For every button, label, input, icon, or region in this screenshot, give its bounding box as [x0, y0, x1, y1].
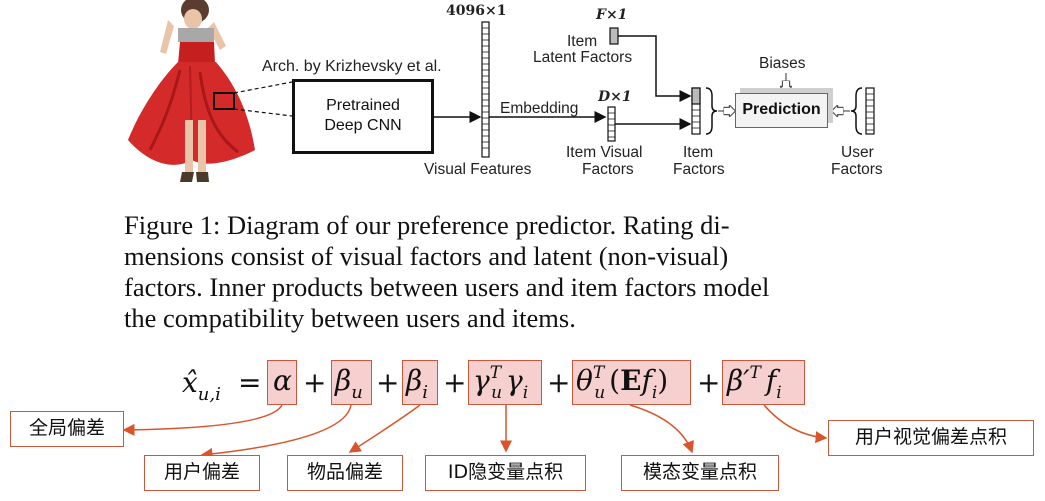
biases-label: Biases: [759, 55, 806, 72]
cnn-line1: Pretrained: [326, 97, 400, 114]
global-bias-label: 全局偏差: [10, 411, 124, 447]
user-factors-vector: [865, 87, 875, 135]
modal-product-label: 模态变量点积: [621, 455, 779, 491]
visual-dim-label: 4096×1: [446, 3, 507, 19]
plus-2: +: [376, 366, 400, 399]
plus-5: +: [697, 366, 721, 399]
item-factors-vector: [691, 87, 701, 135]
plus-1: +: [303, 366, 327, 399]
id-product-label: ID隐变量点积: [425, 455, 586, 491]
beta-u-box: [331, 360, 372, 405]
alpha-term: α: [273, 364, 292, 397]
item-latent-vector: [609, 27, 619, 45]
item-latent-dim: F×1: [596, 7, 628, 23]
lhs-x: x̂u,i: [182, 366, 221, 405]
caption-line-1: Figure 1: Diagram of our preference pred…: [124, 210, 730, 240]
item-visual-line1: Item Visual: [566, 144, 643, 161]
caption-line-4: the compatibility between users and item…: [124, 303, 576, 333]
beta-i-term: βi: [406, 364, 428, 403]
gamma-box: [468, 360, 542, 405]
item-factors-line2: Factors: [673, 161, 725, 178]
item-factors-line1: Item: [683, 144, 714, 161]
caption-line-2: mensions consist of visual factors and l…: [124, 241, 729, 271]
alpha-box: [267, 360, 297, 405]
theta-term: θTu(Efi): [576, 363, 669, 403]
user-visual-bias-label: 用户视觉偏差点积: [828, 420, 1034, 456]
cnn-box: Pretrained Deep CNN: [292, 79, 434, 154]
prediction-box: Prediction: [735, 93, 828, 128]
item-bias-label: 物品偏差: [287, 455, 403, 491]
diagram-graphics: [128, 0, 875, 182]
user-factors-line1: User: [841, 144, 874, 161]
item-latent-line1: Item: [567, 33, 598, 50]
user-factors-line2: Factors: [831, 161, 883, 178]
cnn-line2: Deep CNN: [324, 117, 402, 134]
item-visual-dim: D×1: [598, 89, 632, 105]
embedding-label: Embedding: [500, 100, 579, 117]
item-latent-line2: Latent Factors: [533, 49, 633, 66]
bprime-box: [722, 360, 805, 405]
equals-sign: =: [238, 366, 262, 399]
visual-features-label: Visual Features: [424, 161, 532, 178]
beta-u-term: βu: [335, 364, 363, 403]
item-visual-vector: [607, 106, 616, 142]
plus-3: +: [443, 366, 467, 399]
dress-photo: [128, 0, 255, 182]
plus-4: +: [547, 366, 571, 399]
figure-caption: Figure 1: Diagram of our preference pred…: [124, 210, 924, 334]
caption-line-3: factors. Inner products between users an…: [124, 272, 770, 302]
visual-feature-vector: [481, 21, 490, 158]
item-visual-line2: Factors: [582, 161, 634, 178]
user-bias-label: 用户偏差: [144, 455, 260, 491]
arch-label: Arch. by Krizhevsky et al.: [262, 58, 442, 75]
